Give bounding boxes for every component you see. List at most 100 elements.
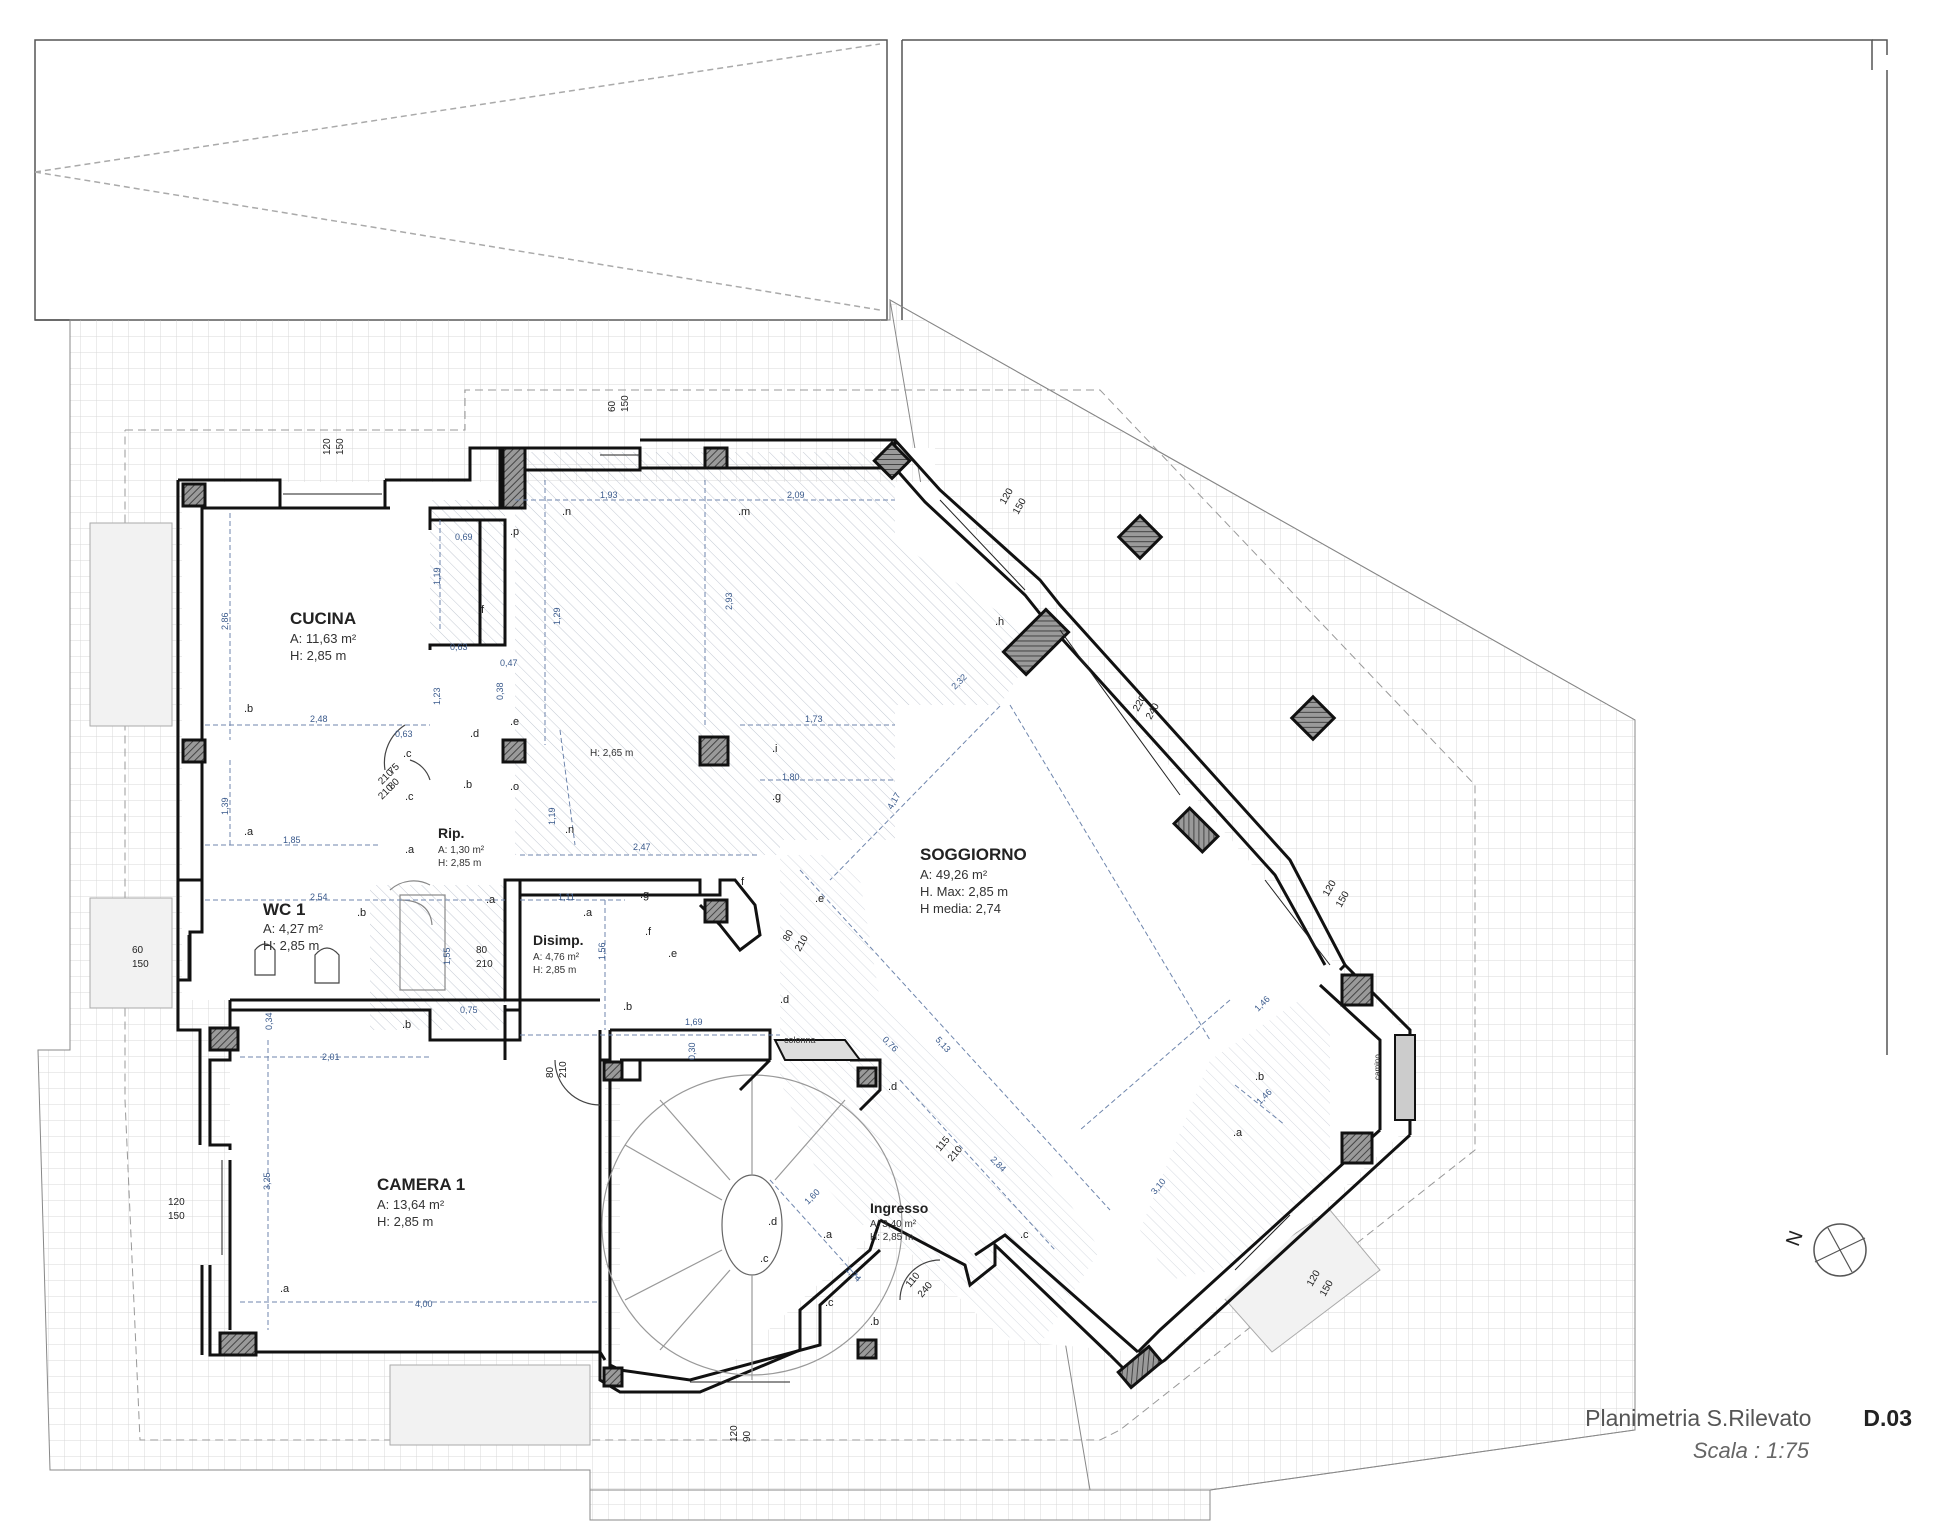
svg-text:1,55: 1,55 xyxy=(442,947,452,965)
svg-text:90: 90 xyxy=(742,1430,753,1442)
svg-text:2,47: 2,47 xyxy=(633,842,651,852)
svg-text:.b: .b xyxy=(402,1019,411,1031)
svg-text:0,38: 0,38 xyxy=(495,682,505,700)
room-name-wc1: WC 1 xyxy=(263,900,306,919)
svg-text:2,09: 2,09 xyxy=(787,490,805,500)
drawing-scale: Scala : 1:75 xyxy=(1692,1438,1809,1463)
room-area-ingresso: A: 3,40 m² xyxy=(870,1219,917,1230)
svg-text:150: 150 xyxy=(335,438,346,455)
svg-text:.a: .a xyxy=(823,1229,833,1241)
room-height-disimp: H: 2,85 m xyxy=(533,965,576,976)
walls xyxy=(176,438,1412,1394)
svg-text:.e: .e xyxy=(815,893,824,905)
svg-text:.a: .a xyxy=(405,844,415,856)
compass-icon xyxy=(1813,1223,1867,1277)
svg-text:.b: .b xyxy=(1255,1071,1264,1083)
svg-text:.a: .a xyxy=(583,907,593,919)
svg-text:.f: .f xyxy=(645,926,652,938)
reference-points: .b .a .d .c .b .c .a .f .p .e .o .n .m .… xyxy=(244,506,1264,1328)
svg-text:.c: .c xyxy=(403,748,412,760)
svg-text:1,69: 1,69 xyxy=(685,1017,703,1027)
svg-text:80: 80 xyxy=(545,1066,556,1078)
drawing-title: Planimetria S.Rilevato xyxy=(1585,1405,1812,1431)
svg-text:2,54: 2,54 xyxy=(310,892,328,902)
svg-text:0,34: 0,34 xyxy=(264,1012,274,1030)
svg-text:0,30: 0,30 xyxy=(687,1042,697,1060)
shower-tray-icon xyxy=(399,894,446,991)
svg-text:2,01: 2,01 xyxy=(322,1052,340,1062)
room-height-rip: H: 2,85 m xyxy=(438,858,481,869)
svg-text:0,63: 0,63 xyxy=(395,729,413,739)
svg-text:.a: .a xyxy=(1233,1127,1243,1139)
svg-text:.b: .b xyxy=(244,703,253,715)
svg-text:1,23: 1,23 xyxy=(432,687,442,705)
svg-text:2,48: 2,48 xyxy=(310,714,328,724)
svg-text:1,19: 1,19 xyxy=(432,567,442,585)
svg-text:120: 120 xyxy=(729,1425,740,1442)
fixtures xyxy=(187,454,1416,1383)
bidet-icon xyxy=(314,947,340,984)
svg-text:120: 120 xyxy=(322,438,333,455)
svg-text:2,86: 2,86 xyxy=(220,612,230,630)
svg-text:210: 210 xyxy=(558,1061,569,1078)
svg-text:.c: .c xyxy=(825,1297,834,1309)
svg-text:60: 60 xyxy=(132,945,144,956)
svg-text:.c: .c xyxy=(1020,1229,1029,1241)
svg-text:.d: .d xyxy=(888,1081,897,1093)
svg-text:150: 150 xyxy=(168,1211,185,1222)
svg-text:0,69: 0,69 xyxy=(455,532,473,542)
svg-text:60: 60 xyxy=(607,400,618,412)
svg-text:.a: .a xyxy=(486,894,496,906)
svg-text:1,19: 1,19 xyxy=(547,807,557,825)
room-name-soggiorno: SOGGIORNO xyxy=(920,845,1027,864)
room-height-wc1: H: 2,85 m xyxy=(263,938,319,953)
colonna-block xyxy=(773,1039,862,1061)
svg-text:.i: .i xyxy=(772,743,778,755)
room-name-rip: Rip. xyxy=(438,825,464,841)
svg-text:.b: .b xyxy=(623,1001,632,1013)
svg-text:.d: .d xyxy=(470,728,479,740)
svg-text:1,73: 1,73 xyxy=(805,714,823,724)
svg-text:.n: .n xyxy=(562,506,571,518)
room-name-camera1: CAMERA 1 xyxy=(377,1175,465,1194)
svg-text:.p: .p xyxy=(510,526,519,538)
room-height-camera1: H: 2,85 m xyxy=(377,1214,433,1229)
svg-text:210: 210 xyxy=(476,959,493,970)
room-name-cucina: CUCINA xyxy=(290,609,356,628)
drawing-code: D.03 xyxy=(1863,1405,1912,1431)
room-name-ingresso: Ingresso xyxy=(870,1200,928,1216)
svg-text:2,93: 2,93 xyxy=(724,592,734,610)
svg-text:150: 150 xyxy=(620,395,631,412)
room-name-disimp: Disimp. xyxy=(533,932,584,948)
svg-text:.d: .d xyxy=(780,994,789,1006)
svg-text:.e: .e xyxy=(510,716,519,728)
svg-text:1,85: 1,85 xyxy=(283,835,301,845)
svg-text:.a: .a xyxy=(244,826,254,838)
camino-label: camino xyxy=(1373,1054,1382,1080)
svg-text:120: 120 xyxy=(168,1197,185,1208)
svg-text:.f: .f xyxy=(738,876,745,888)
svg-text:80: 80 xyxy=(476,945,488,956)
room-height-ingresso: H: 2,85 m xyxy=(870,1232,913,1243)
room-area-cucina: A: 11,63 m² xyxy=(290,631,357,646)
svg-text:.b: .b xyxy=(463,779,472,791)
camino-block xyxy=(1394,1034,1416,1121)
svg-text:.o: .o xyxy=(510,781,519,793)
colonna-label: colonna xyxy=(784,1035,816,1045)
svg-text:1,11: 1,11 xyxy=(558,892,575,902)
svg-text:150: 150 xyxy=(132,959,149,970)
toilet-icon xyxy=(254,943,276,976)
room-height-max-soggiorno: H. Max: 2,85 m xyxy=(920,884,1008,899)
title-block: Planimetria S.Rilevato D.03 Scala : 1:75 xyxy=(1392,1405,1912,1464)
room-area-wc1: A: 4,27 m² xyxy=(263,921,324,936)
svg-text:1,56: 1,56 xyxy=(597,942,607,960)
svg-text:1,93: 1,93 xyxy=(600,490,618,500)
svg-text:.b: .b xyxy=(357,907,366,919)
svg-text:.d: .d xyxy=(768,1216,777,1228)
room-area-camera1: A: 13,64 m² xyxy=(377,1197,445,1212)
svg-text:.f: .f xyxy=(478,604,485,616)
room-area-soggiorno: A: 49,26 m² xyxy=(920,867,988,882)
room-height-avg-soggiorno: H media: 2,74 xyxy=(920,901,1001,916)
svg-text:4,00: 4,00 xyxy=(415,1299,433,1309)
